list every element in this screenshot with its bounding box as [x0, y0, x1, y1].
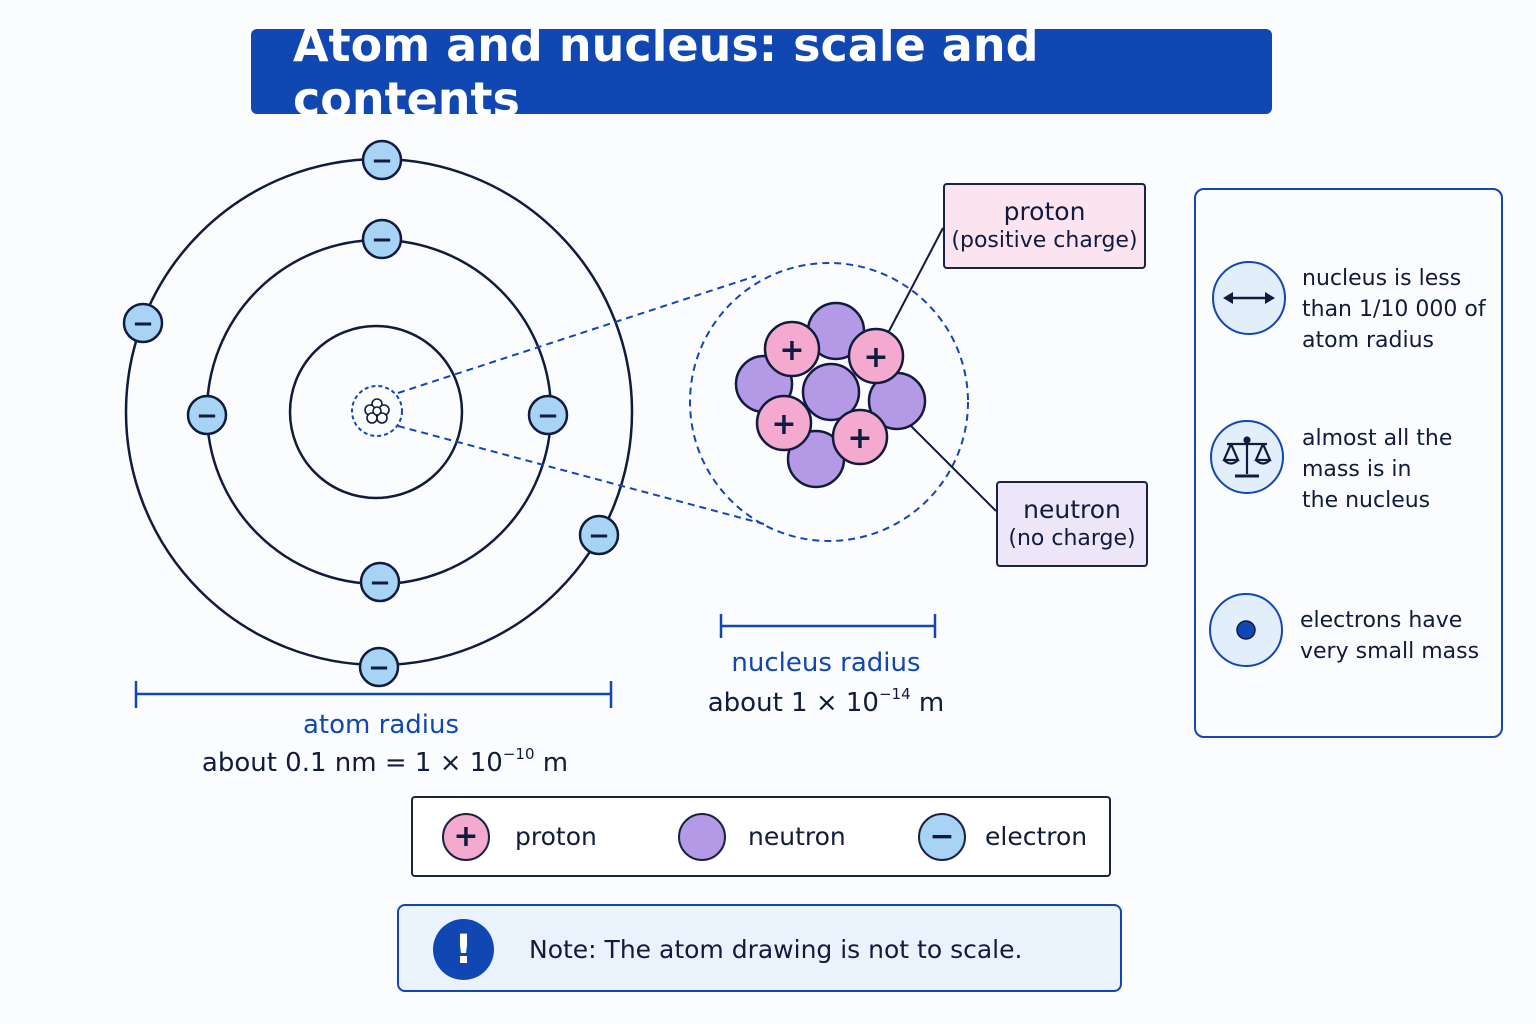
fact-mass-in-nucleus: almost all the mass is in the nucleus	[1302, 423, 1502, 516]
fact-nucleus-size: nucleus is less than 1/10 000 of atom ra…	[1302, 263, 1502, 356]
electron-minus-sign: −	[371, 225, 393, 255]
zoom-line-upper	[397, 275, 757, 394]
nucleus-small-icon	[364, 398, 390, 424]
zoomed-nucleus-boundary	[689, 262, 969, 542]
balance-scale-icon	[1210, 420, 1284, 494]
proton-callout-subtitle: (positive charge)	[951, 228, 1138, 253]
nucleus-radius-scale-bar	[719, 614, 937, 638]
page-title: Atom and nucleus: scale and contents	[293, 17, 1039, 126]
neutron-leader-line	[904, 419, 997, 512]
nucleus-radius-value: about 1 × 10−14 m	[676, 685, 976, 719]
proton-callout: proton (positive charge)	[943, 183, 1146, 269]
atom-radius-value-main: about 0.1 nm = 1 × 10	[201, 748, 503, 778]
electron-minus-sign: −	[537, 401, 559, 431]
neutron	[801, 362, 861, 422]
nucleus-radius-title: nucleus radius	[731, 648, 921, 678]
atom-radius-scale-bar	[134, 681, 613, 708]
legend-proton-swatch: +	[442, 813, 490, 861]
facts-panel: nucleus is less than 1/10 000 of atom ra…	[1194, 188, 1503, 738]
proton	[831, 408, 889, 466]
proton-plus-sign: +	[847, 421, 872, 456]
neutron-callout: neutron (no charge)	[996, 481, 1148, 567]
neutron-callout-title: neutron	[1023, 495, 1121, 524]
inner-orbit	[288, 324, 464, 500]
atom-radius-unit: m	[542, 748, 569, 778]
nucleus-radius-value-main: about 1 × 10	[707, 688, 879, 718]
neutron-callout-subtitle: (no charge)	[1008, 526, 1136, 551]
legend-neutron-label: neutron	[748, 822, 846, 851]
fact-line: nucleus is less	[1302, 266, 1462, 291]
legend-proton-label: proton	[515, 822, 597, 851]
electron	[361, 139, 403, 181]
nucleus-radius-exponent: −14	[878, 685, 911, 703]
proton-callout-title: proton	[1003, 197, 1086, 226]
fact-line: atom radius	[1302, 328, 1434, 353]
electron	[578, 514, 620, 556]
proton-plus-sign: +	[779, 333, 804, 368]
note-text: Note: The atom drawing is not to scale.	[529, 935, 1023, 964]
atom-radius-value: about 0.1 nm = 1 × 10−10 m	[150, 745, 620, 779]
legend-electron-label: electron	[985, 822, 1088, 851]
fact-line: electrons have	[1300, 608, 1463, 633]
legend-neutron-swatch	[678, 813, 726, 861]
fact-electron-mass: electrons have very small mass	[1300, 605, 1500, 667]
proton	[763, 320, 821, 378]
proton	[847, 327, 905, 385]
electron-minus-sign: −	[371, 146, 393, 176]
fact-line: than 1/10 000 of	[1302, 297, 1486, 322]
electron-minus-sign: −	[368, 653, 390, 683]
fact-line: mass is in	[1302, 457, 1412, 482]
electron-minus-sign: −	[196, 401, 218, 431]
nucleus-radius-unit: m	[918, 688, 945, 718]
zoom-line-lower	[397, 425, 765, 525]
electron	[361, 218, 403, 260]
dot-icon	[1209, 593, 1283, 667]
note-box: ! Note: The atom drawing is not to scale…	[397, 904, 1122, 992]
legend-electron-swatch: −	[918, 813, 966, 861]
legend: + proton neutron − electron	[411, 796, 1111, 877]
atom-radius-exponent: −10	[502, 745, 535, 763]
fact-line: the nucleus	[1302, 488, 1431, 513]
title-banner: Atom and nucleus: scale and contents	[251, 18, 1272, 126]
electron	[122, 302, 164, 344]
fact-line: very small mass	[1300, 639, 1480, 664]
proton-plus-sign: +	[771, 407, 796, 442]
electron-minus-sign: −	[588, 521, 610, 551]
double-arrow-icon	[1212, 261, 1286, 335]
exclamation-icon: !	[433, 919, 494, 980]
nucleus-dashed-ring	[351, 385, 403, 437]
electron-minus-sign: −	[132, 309, 154, 339]
electron-minus-sign: −	[369, 568, 391, 598]
atom-radius-title: atom radius	[303, 710, 459, 740]
proton	[755, 394, 813, 452]
electron	[359, 561, 401, 603]
electron	[186, 394, 228, 436]
electron	[358, 646, 400, 688]
electron	[527, 394, 569, 436]
fact-line: almost all the	[1302, 426, 1453, 451]
proton-plus-sign: +	[863, 340, 888, 375]
